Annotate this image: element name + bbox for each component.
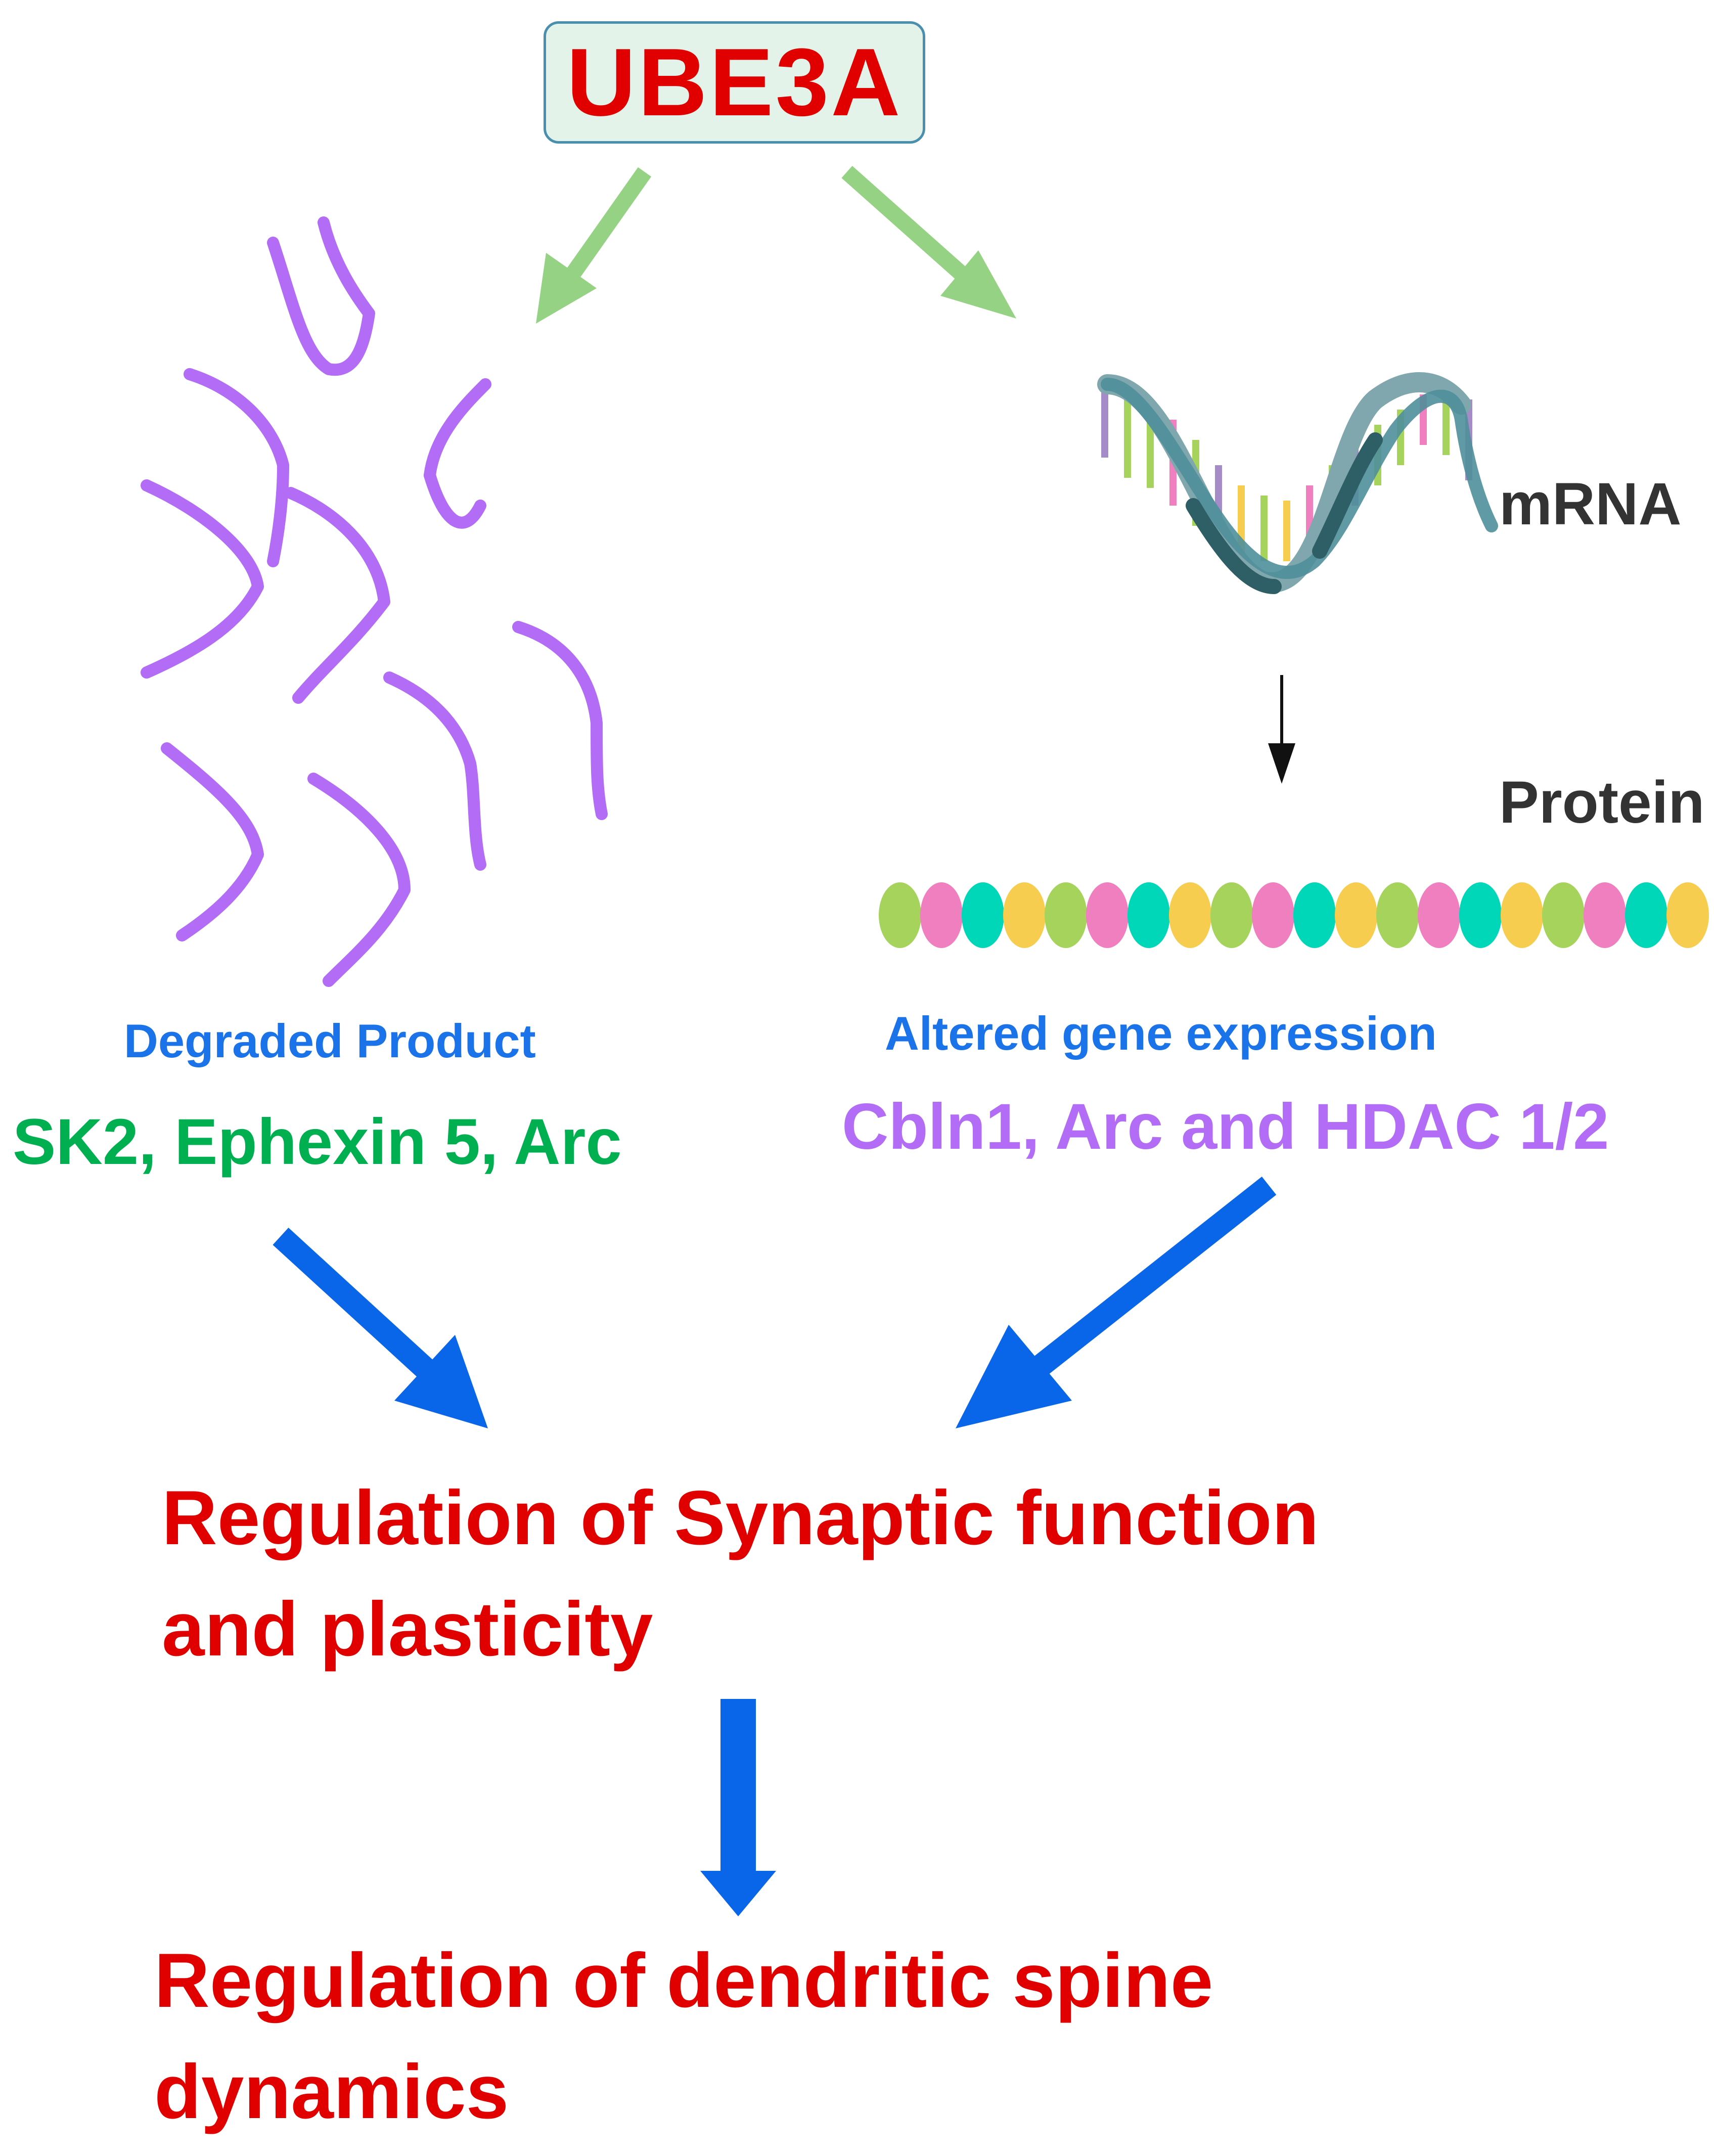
outcome-dendritic-line2: dynamics: [154, 2049, 509, 2135]
outcome-dendritic-line1: Regulation of dendritic spine: [154, 1938, 1213, 2024]
protein-label: Protein: [1499, 769, 1705, 836]
blue-arrow-icon: [956, 1176, 1277, 1428]
mrna-label: mRNA: [1499, 471, 1682, 537]
green-arrow-icon: [536, 167, 652, 324]
altered-proteins-list: Cbln1, Arc and HDAC 1/2: [842, 1091, 1609, 1163]
dna-helix-icon: [1097, 372, 1498, 594]
blue-arrow-icon: [273, 1228, 488, 1428]
degraded-proteins-list: SK2, Ephexin 5, Arc: [13, 1106, 622, 1178]
outcome-synaptic-line1: Regulation of Synaptic function: [162, 1475, 1319, 1561]
green-arrow-icon: [841, 166, 1016, 319]
blue-arrow-icon: [700, 1699, 776, 1916]
outcome-synaptic-line2: and plasticity: [162, 1586, 653, 1672]
down-arrow-icon: [1268, 675, 1295, 784]
ube3a-node: UBE3A: [544, 21, 925, 144]
degraded-product-caption: Degraded Product: [124, 1014, 536, 1067]
peptide-fragment-icon: [141, 216, 608, 987]
altered-gene-expression-caption: Altered gene expression: [885, 1007, 1437, 1060]
protein-bead-chain-icon: [879, 882, 1709, 948]
ube3a-label: UBE3A: [566, 29, 903, 136]
